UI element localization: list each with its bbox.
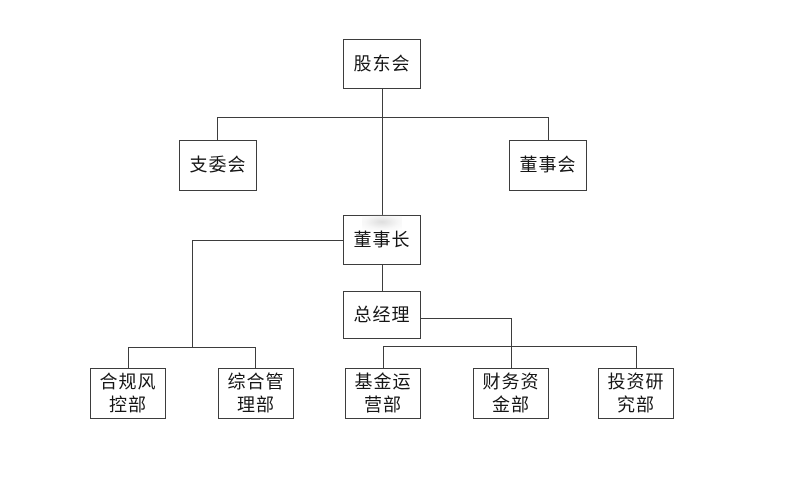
node-fund-operations-dept: 基金运 营部	[345, 368, 421, 419]
node-branch-committee: 支委会	[179, 140, 257, 191]
node-shareholders-meeting: 股东会	[343, 39, 421, 89]
connector-trunk-shareholders-to-chairman	[382, 88, 383, 215]
node-chairman: 董事长	[343, 215, 421, 265]
connector-right-departments-horizontal	[383, 346, 636, 347]
connector-stub-general-management	[255, 347, 256, 368]
node-general-management-dept: 综合管 理部	[218, 368, 294, 419]
connector-chairman-to-general-manager	[382, 265, 383, 291]
connector-level2-horizontal	[217, 117, 548, 118]
connector-stub-board	[548, 117, 549, 140]
node-board-of-directors: 董事会	[509, 140, 587, 191]
connector-stub-investment-research	[636, 346, 637, 368]
node-investment-research-dept: 投资研 究部	[598, 368, 674, 419]
connector-stub-compliance-risk	[128, 347, 129, 368]
node-compliance-risk-dept: 合规风 控部	[90, 368, 166, 419]
connector-stub-branch-committee	[217, 117, 218, 140]
connector-left-departments-horizontal	[128, 347, 256, 348]
node-general-manager: 总经理	[343, 291, 421, 339]
connector-left-branch-vertical	[192, 240, 193, 347]
connector-chairman-left-horizontal	[192, 240, 343, 241]
connector-stub-fund-operations	[383, 346, 384, 368]
connector-right-branch-vertical	[511, 318, 512, 368]
node-finance-treasury-dept: 财务资 金部	[473, 368, 549, 419]
connector-gm-right-horizontal	[421, 318, 511, 319]
